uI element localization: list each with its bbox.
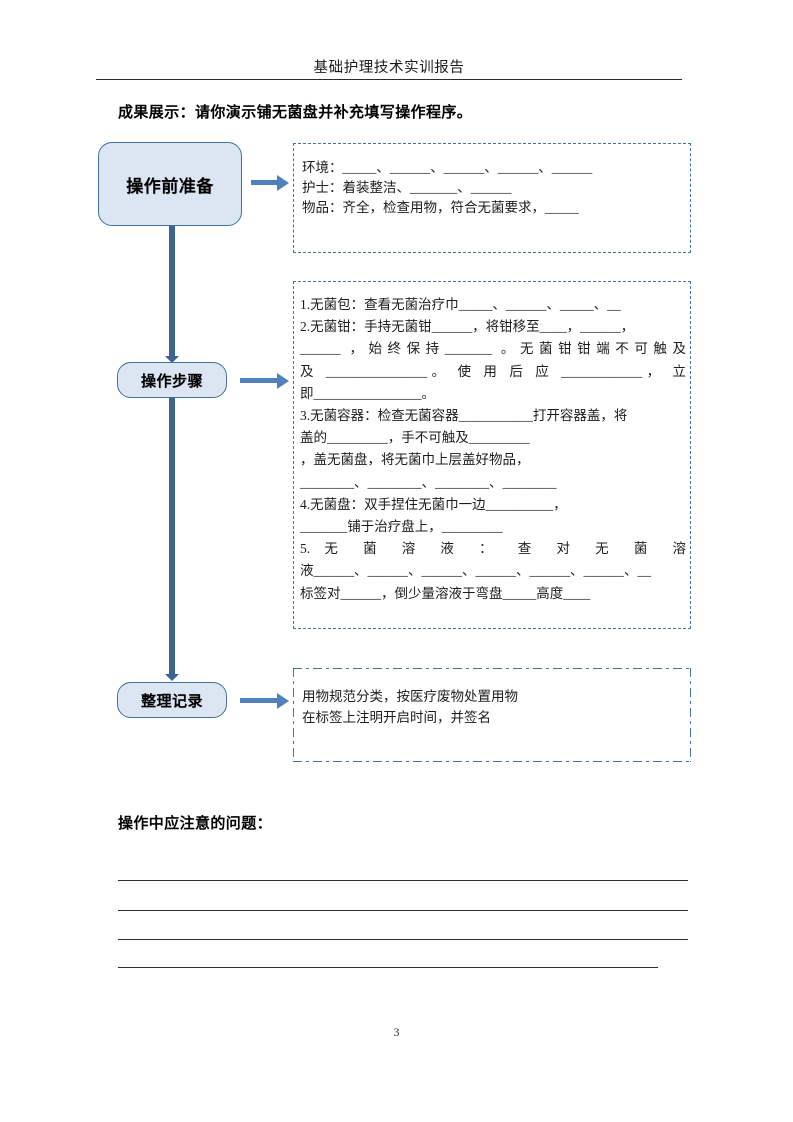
- answer-write-line[interactable]: [118, 967, 658, 968]
- panel-preparation: [293, 143, 691, 253]
- connector-steps-to-record: [169, 398, 175, 676]
- step-line: 液______、______、______、______、______、____…: [300, 563, 651, 579]
- panel-preparation-text: 环境：_____、______、______、______、______ 护士：…: [302, 158, 684, 218]
- flow-node-steps: 操作步骤: [117, 362, 227, 398]
- record-line: 用物规范分类，按医疗废物处置用物: [302, 689, 518, 704]
- reflection-question-label: 操作中应注意的问题：: [118, 815, 273, 832]
- flow-node-preparation: 操作前准备: [98, 142, 242, 226]
- step-line: 4.无菌盘：双手捏住无菌巾一边__________，: [300, 496, 567, 512]
- record-line: 在标签上注明开启时间，并签名: [302, 710, 491, 725]
- answer-write-line[interactable]: [118, 939, 688, 940]
- step-line: 2.无菌钳：手持无菌钳______，将钳移至____，______，: [300, 319, 635, 335]
- document-header-title: 基础护理技术实训报告: [313, 60, 465, 76]
- page-number: 3: [393, 1025, 400, 1039]
- prep-line: 护士：着装整洁、_______、______: [302, 180, 512, 195]
- step-line: 盖的_________，手不可触及_________: [300, 430, 530, 446]
- panel-steps: [293, 281, 691, 629]
- step-line: 及 _______________。 使 用 后 应 ____________，…: [300, 363, 686, 379]
- flow-node-preparation-label: 操作前准备: [126, 176, 214, 196]
- arrow-prep-to-panel: [251, 180, 278, 185]
- flow-node-steps-label: 操作步骤: [140, 372, 203, 390]
- arrow-record-to-panel: [240, 698, 278, 703]
- step-line: ______ ，始终保持_______ 。无菌钳钳端不可触及: [300, 341, 686, 357]
- step-line: 标签对______，倒少量溶液于弯盘_____高度____: [300, 585, 591, 601]
- task-prompt: 成果展示：请你演示铺无菌盘并补充填写操作程序。: [118, 104, 473, 121]
- prep-line: 物品：齐全，检查用物，符合无菌要求，_____: [302, 200, 579, 215]
- step-line: 即________________。: [300, 385, 435, 401]
- connector-prep-to-steps: [169, 226, 175, 358]
- header-divider: [96, 79, 682, 80]
- flow-node-record-label: 整理记录: [140, 692, 203, 710]
- arrow-steps-to-panel: [240, 378, 278, 383]
- step-line: ，盖无菌盘，将无菌巾上层盖好物品，: [300, 452, 530, 468]
- panel-steps-text: 1.无菌包：查看无菌治疗巾_____、______、_____、__ 2.无菌钳…: [300, 294, 686, 605]
- panel-record: [293, 668, 691, 762]
- flow-node-record: 整理记录: [117, 682, 227, 718]
- step-line: 5. 无 菌 溶 液 ： 查 对 无 菌 溶: [300, 541, 686, 557]
- step-line: _______铺于治疗盘上，_________: [300, 519, 503, 535]
- panel-record-text: 用物规范分类，按医疗废物处置用物 在标签上注明开启时间，并签名: [302, 686, 682, 728]
- answer-write-line[interactable]: [118, 910, 688, 911]
- answer-write-line[interactable]: [118, 880, 688, 881]
- step-line: 3.无菌容器：检查无菌容器___________打开容器盖，将: [300, 408, 628, 424]
- prep-line: 环境：_____、______、______、______、______: [302, 160, 593, 175]
- step-line: ________、________、________、________: [300, 474, 557, 490]
- step-line: 1.无菌包：查看无菌治疗巾_____、______、_____、__: [300, 297, 621, 312]
